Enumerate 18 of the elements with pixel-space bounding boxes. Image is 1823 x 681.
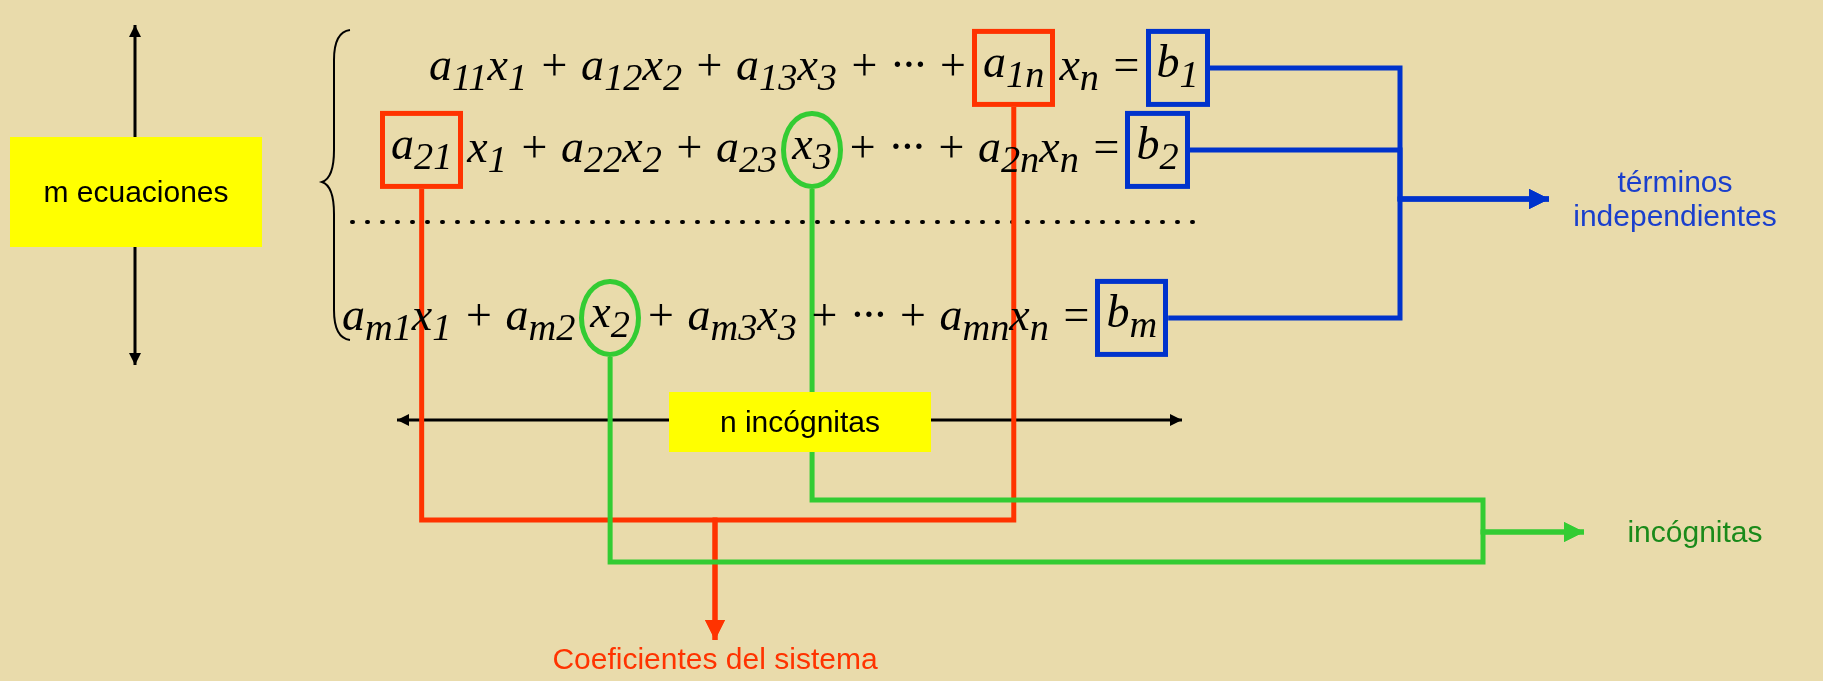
equation-term: x$_{1}$ + a$_{22}$x$_{2}$ + a$_{23}$ bbox=[465, 119, 779, 181]
circled-unknown: x$_{3}$ bbox=[781, 110, 843, 190]
leader-line bbox=[419, 189, 725, 640]
annotation-text: incógnitas bbox=[1590, 515, 1800, 549]
boxed-constant: b$_{2}$ bbox=[1125, 110, 1190, 190]
boxed-constant: b$_{1}$ bbox=[1145, 28, 1210, 108]
boxed-coefficient: a$_{1n}$ bbox=[972, 28, 1056, 108]
label-box: n incógnitas bbox=[669, 392, 931, 452]
label-box: m ecuaciones bbox=[10, 137, 262, 247]
boxed-constant: b$_{m}$ bbox=[1095, 278, 1169, 358]
boxed-coefficient: a$_{21}$ bbox=[380, 110, 464, 190]
annotation-text: términos independientes bbox=[1555, 165, 1795, 233]
circled-unknown: x$_{2}$ bbox=[579, 278, 641, 358]
leader-line bbox=[1168, 189, 1549, 321]
leader-line bbox=[607, 357, 1584, 565]
equation-term: x$_{n}$ = bbox=[1058, 37, 1143, 99]
annotation-text: Coeficientes del sistema bbox=[520, 642, 910, 676]
equation-term: a$_{11}$x$_{1}$ + a$_{12}$x$_{2}$ + a$_{13}$x$_{3}$ + ··· + bbox=[428, 37, 970, 99]
